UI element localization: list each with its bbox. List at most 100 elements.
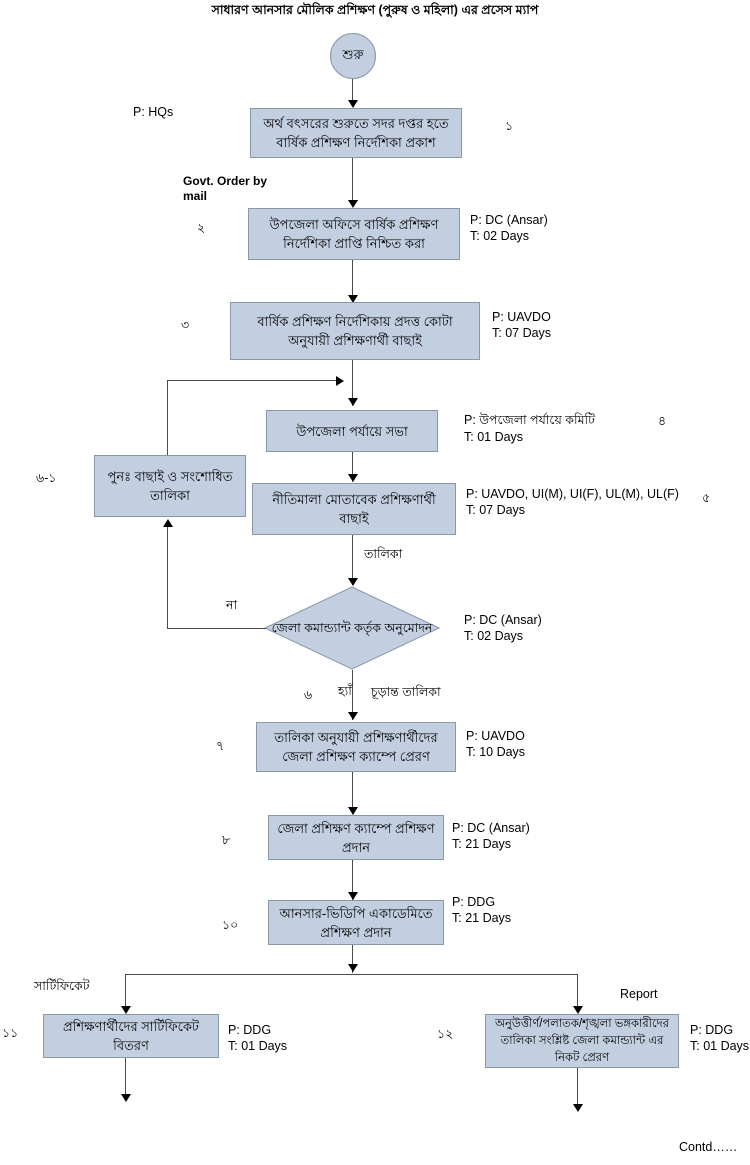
step-node-5-label: নীতিমালা মোতাবেক প্রশিক্ষণার্থী বাছাই xyxy=(272,492,436,526)
step-5-performer: P: UAVDO, UI(M), UI(F), UL(M), UL(F) xyxy=(466,487,679,501)
step-node-4-label: উপজেলা পর্যায়ে সভা xyxy=(296,423,408,439)
step-node-8-label: জেলা প্রশিক্ষণ ক্যাম্পে প্রশিক্ষণ প্রদান xyxy=(277,820,435,855)
step-2-performer: P: DC (Ansar) xyxy=(470,213,548,227)
step-11-number: ১১ xyxy=(2,1026,19,1040)
start-node-label: শুরু xyxy=(342,46,364,62)
step-6-time: T: 02 Days xyxy=(464,629,524,643)
footer-contd: Contd…… xyxy=(679,1140,738,1154)
step-8-number: ৮ xyxy=(222,833,231,847)
step-node-2-label: উপজেলা অফিসে বার্ষিক প্রশিক্ষণ নির্দেশিক… xyxy=(269,217,439,251)
arrow-split-to-step12 xyxy=(573,1006,583,1014)
step-node-1[interactable]: অর্থ বৎসরের শুরুতে সদর দপ্তর হতে বার্ষিক… xyxy=(250,108,462,158)
connector-step3-to-step4 xyxy=(352,360,353,406)
step-node-6-1-rework[interactable]: পুনঃ বাছাই ও সংশোধিত তালিকা xyxy=(94,455,246,517)
step-node-11[interactable]: প্রশিক্ষণার্থীদের সার্টিফিকেট বিতরণ xyxy=(43,1014,219,1058)
step-1-number: ১ xyxy=(505,119,514,133)
connector-no-branch-vertical xyxy=(167,527,168,628)
step-node-12-label: অনুউত্তীর্ণ/পলাতক/শৃঙ্খলা ভঙ্গকারীদের তা… xyxy=(495,1017,669,1064)
edge-label-churanta-talika: চূড়ান্ত তালিকা xyxy=(371,685,441,699)
connector-step7-to-step8 xyxy=(352,772,353,814)
step-12-time: T: 01 Days xyxy=(690,1039,750,1053)
connector-step8-to-step10 xyxy=(352,860,353,900)
step-3-number: ৩ xyxy=(181,318,190,332)
step-10-time: T: 21 Days xyxy=(452,911,512,925)
arrow-step11-exit xyxy=(121,1094,131,1102)
start-node[interactable]: শুরু xyxy=(330,33,376,79)
connector-step5-to-decision xyxy=(352,535,353,585)
step-node-2[interactable]: উপজেলা অফিসে বার্ষিক প্রশিক্ষণ নির্দেশিক… xyxy=(248,208,460,260)
step-2-number: ২ xyxy=(197,221,206,235)
step-7-performer: P: UAVDO xyxy=(466,729,525,743)
loopback-vertical-up xyxy=(167,380,168,455)
arrow-step10-to-split xyxy=(348,964,358,972)
page-title: সাধারণ আনসার মৌলিক প্রশিক্ষণ (পুরুষ ও মহ… xyxy=(211,3,539,17)
connector-step1-to-step2 xyxy=(352,158,353,206)
edge-label-talika: তালিকা xyxy=(364,547,403,561)
step-2-time: T: 02 Days xyxy=(470,229,530,243)
step-node-3[interactable]: বার্ষিক প্রশিক্ষণ নির্দেশিকায় প্রদত্ত ক… xyxy=(230,302,480,360)
connector-step11-exit xyxy=(125,1058,126,1100)
arrow-split-to-step11 xyxy=(121,1006,131,1014)
govt-order-label: Govt. Order by mail xyxy=(183,174,268,203)
step-3-performer: P: UAVDO xyxy=(492,310,551,324)
step-4-number: ৪ xyxy=(658,414,667,428)
step-node-7[interactable]: তালিকা অনুযায়ী প্রশিক্ষণার্থীদের জেলা প… xyxy=(256,722,456,772)
step-node-8[interactable]: জেলা প্রশিক্ষণ ক্যাম্পে প্রশিক্ষণ প্রদান xyxy=(268,815,444,860)
step-11-time: T: 01 Days xyxy=(228,1039,288,1053)
arrow-step1-to-step2 xyxy=(348,200,358,208)
step-node-5[interactable]: নীতিমালা মোতাবেক প্রশিক্ষণার্থী বাছাই xyxy=(252,483,456,535)
step-6-number: ৬ xyxy=(304,688,313,702)
step-node-10[interactable]: আনসার-ভিডিপি একাডেমিতে প্রশিক্ষণ প্রদান xyxy=(268,900,444,945)
arrow-step2-to-step3 xyxy=(348,295,358,303)
step-8-performer: P: DC (Ansar) xyxy=(452,821,530,835)
arrow-loopback-into-main xyxy=(336,376,344,386)
arrow-step7-to-step8 xyxy=(348,807,358,815)
step-4-time: T: 01 Days xyxy=(464,430,524,444)
decision-diamond-shape xyxy=(264,586,440,670)
arrow-step8-to-step10 xyxy=(348,892,358,900)
edge-label-na: না xyxy=(226,598,238,612)
connector-step10-to-split xyxy=(352,945,353,973)
step-node-6-1-label: পুনঃ বাছাই ও সংশোধিত তালিকা xyxy=(107,469,233,503)
step-1-performer: P: HQs xyxy=(133,105,174,119)
arrow-step3-to-step4 xyxy=(348,398,358,406)
edge-label-certificate: সার্টিফিকেট xyxy=(34,979,90,993)
step-5-number: ৫ xyxy=(702,491,711,505)
split-horizontal-bus xyxy=(125,974,577,975)
arrow-yes-branch-to-step7 xyxy=(348,712,358,720)
arrow-step4-to-step5 xyxy=(348,474,358,482)
step-7-time: T: 10 Days xyxy=(466,745,526,759)
connector-step4-to-step5 xyxy=(352,452,353,482)
arrow-step12-exit xyxy=(573,1104,583,1112)
connector-no-branch-horizontal xyxy=(167,628,266,629)
step-5-time: T: 07 Days xyxy=(466,503,526,517)
step-12-performer: P: DDG xyxy=(690,1023,734,1037)
step-node-3-label: বার্ষিক প্রশিক্ষণ নির্দেশিকায় প্রদত্ত ক… xyxy=(257,314,453,348)
step-7-number: ৭ xyxy=(216,739,225,753)
arrow-no-branch-into-rework xyxy=(163,519,173,527)
connector-step12-exit xyxy=(577,1068,578,1110)
arrow-start-to-step1 xyxy=(348,100,358,108)
edge-label-report: Report xyxy=(620,987,658,1001)
step-node-11-label: প্রশিক্ষণার্থীদের সার্টিফিকেট বিতরণ xyxy=(62,1019,199,1053)
step-12-number: ১২ xyxy=(437,1027,454,1041)
arrow-step5-to-decision xyxy=(348,578,358,586)
connector-start-to-step1 xyxy=(352,79,353,105)
edge-label-hya: হ্যাঁ xyxy=(338,684,352,698)
step-6-performer: P: DC (Ansar) xyxy=(464,613,542,627)
step-6-1-number: ৬-১ xyxy=(36,471,57,485)
step-node-1-label: অর্থ বৎসরের শুরুতে সদর দপ্তর হতে বার্ষিক… xyxy=(263,116,449,150)
step-8-time: T: 21 Days xyxy=(452,837,512,851)
step-node-7-label: তালিকা অনুযায়ী প্রশিক্ষণার্থীদের জেলা প… xyxy=(274,730,438,764)
connector-yes-branch xyxy=(352,670,353,720)
decision-node-6[interactable]: জেলা কমান্ড্যান্ট কর্তৃক অনুমোদন xyxy=(264,586,440,670)
step-3-time: T: 07 Days xyxy=(492,326,552,340)
connector-split-right-leg xyxy=(577,974,578,1012)
step-node-12[interactable]: অনুউত্তীর্ণ/পলাতক/শৃঙ্খলা ভঙ্গকারীদের তা… xyxy=(485,1014,679,1068)
step-node-4[interactable]: উপজেলা পর্যায়ে সভা xyxy=(266,410,438,452)
step-node-10-label: আনসার-ভিডিপি একাডেমিতে প্রশিক্ষণ প্রদান xyxy=(279,905,433,940)
connector-split-left-leg xyxy=(125,974,126,1012)
step-10-number: ১০ xyxy=(222,918,239,932)
connector-step2-to-step3 xyxy=(352,260,353,302)
